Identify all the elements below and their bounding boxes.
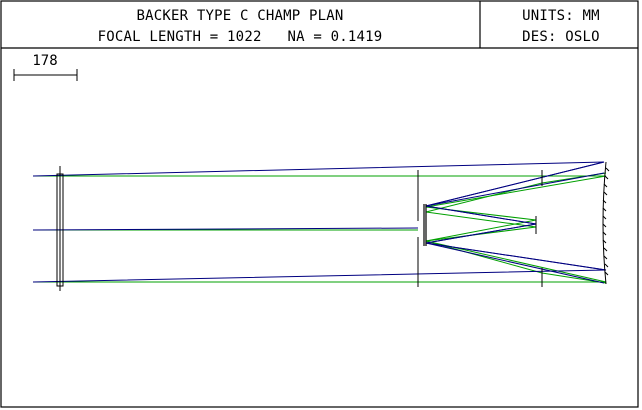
units-label: UNITS: MM bbox=[522, 8, 600, 24]
scale-bar bbox=[13, 69, 78, 81]
corrector-plate bbox=[56, 166, 64, 291]
baffle-markers bbox=[417, 170, 543, 287]
design-title: BACKER TYPE C CHAMP PLAN bbox=[136, 8, 344, 24]
on-axis-ray-bundle bbox=[32, 161, 607, 284]
design-subtitle: FOCAL LENGTH = 1022 NA = 0.1419 bbox=[97, 29, 383, 45]
secondary-mirror bbox=[423, 204, 427, 246]
primary-mirror bbox=[602, 161, 610, 285]
scale-bar-label: 178 bbox=[32, 53, 58, 69]
designer-label: DES: OSLO bbox=[522, 29, 600, 45]
off-axis-ray-bundle bbox=[33, 172, 607, 284]
